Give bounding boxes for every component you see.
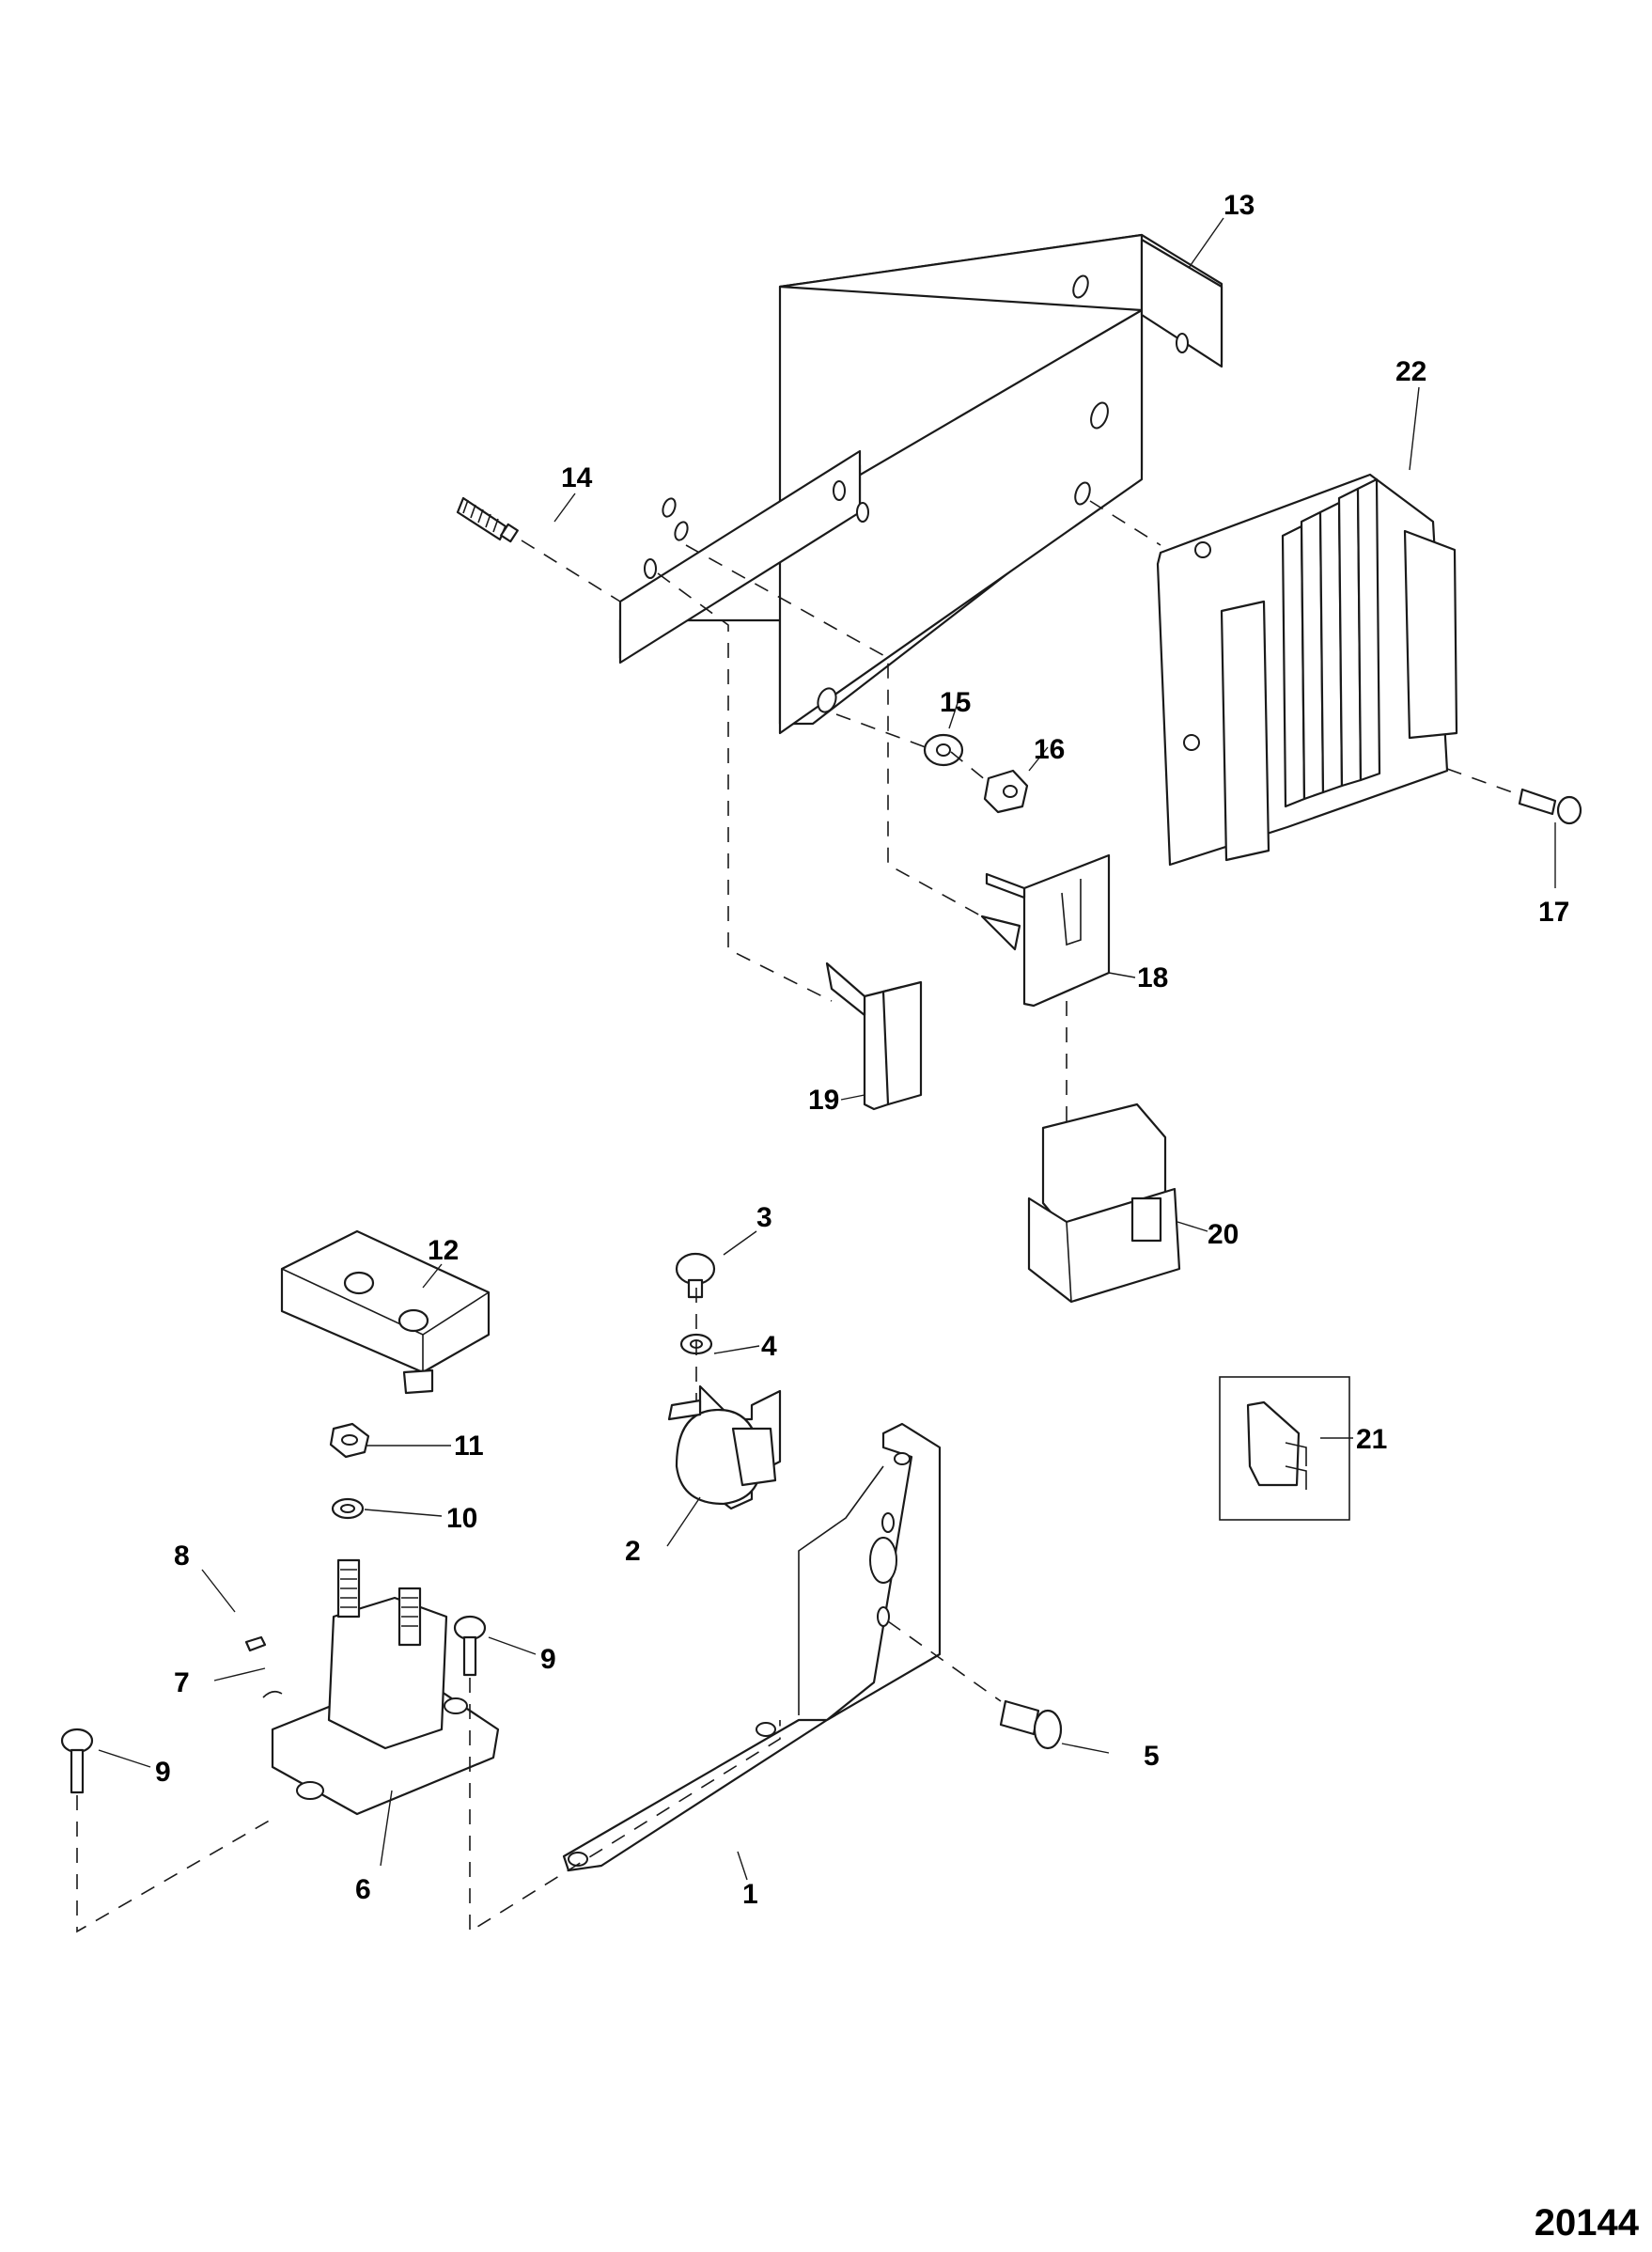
- callout-10: 10: [446, 1503, 477, 1534]
- part-11-hex-nut: [329, 1422, 370, 1459]
- callout-4: 4: [761, 1331, 777, 1362]
- part-5-screw: [999, 1699, 1063, 1750]
- part-8-nut-small: [244, 1635, 267, 1652]
- figure-number: 20144: [1534, 2202, 1639, 2244]
- callout-20: 20: [1208, 1219, 1239, 1250]
- part-13-upper-bracket: [618, 233, 1223, 735]
- callout-12: 12: [428, 1235, 459, 1266]
- callout-7: 7: [174, 1667, 190, 1698]
- part-16-nut: [983, 769, 1029, 814]
- part-7-washer-small: [262, 1690, 283, 1698]
- callout-6: 6: [355, 1874, 371, 1905]
- callout-2: 2: [625, 1536, 641, 1567]
- callout-1: 1: [742, 1879, 758, 1910]
- callout-9-right: 9: [540, 1644, 556, 1675]
- part-12-terminal-cover: [280, 1229, 491, 1395]
- leader-lines: [98, 217, 1556, 1881]
- callout-13: 13: [1223, 190, 1255, 221]
- part-9-screw-left: [60, 1728, 94, 1794]
- callout-16: 16: [1034, 734, 1065, 765]
- callout-labels: 13 14 22 15 16 17 18 19 20 21 12 11 10 3…: [155, 190, 1569, 1910]
- assembly-lines: [76, 500, 1519, 1933]
- part-20-relay: [1027, 1103, 1181, 1304]
- part-17-screw: [1518, 788, 1582, 825]
- callout-11: 11: [454, 1431, 484, 1462]
- part-18-relay-holder: [980, 853, 1111, 1008]
- callout-15: 15: [940, 687, 971, 718]
- part-15-washer: [923, 733, 964, 767]
- part-21-fuse-inset: [1219, 1376, 1350, 1521]
- part-2-switch: [667, 1384, 782, 1510]
- callout-19: 19: [808, 1085, 839, 1116]
- part-19-fuse-holder: [825, 962, 923, 1111]
- callout-22: 22: [1395, 356, 1426, 387]
- part-14-stud: [456, 496, 519, 543]
- callout-17: 17: [1538, 897, 1569, 928]
- callout-3: 3: [756, 1202, 772, 1233]
- callout-5: 5: [1144, 1741, 1160, 1772]
- part-9-screw-right: [453, 1615, 487, 1677]
- callout-18: 18: [1137, 962, 1168, 993]
- callout-8: 8: [174, 1540, 190, 1572]
- part-22-ecm: [1156, 473, 1458, 867]
- callout-21: 21: [1356, 1424, 1387, 1455]
- part-1-lower-bracket: [562, 1422, 942, 1872]
- part-6-solenoid: [271, 1558, 500, 1816]
- part-10-lock-washer: [331, 1497, 365, 1520]
- callout-9-left: 9: [155, 1757, 171, 1788]
- callout-14: 14: [561, 462, 593, 493]
- part-3-screw: [675, 1252, 716, 1299]
